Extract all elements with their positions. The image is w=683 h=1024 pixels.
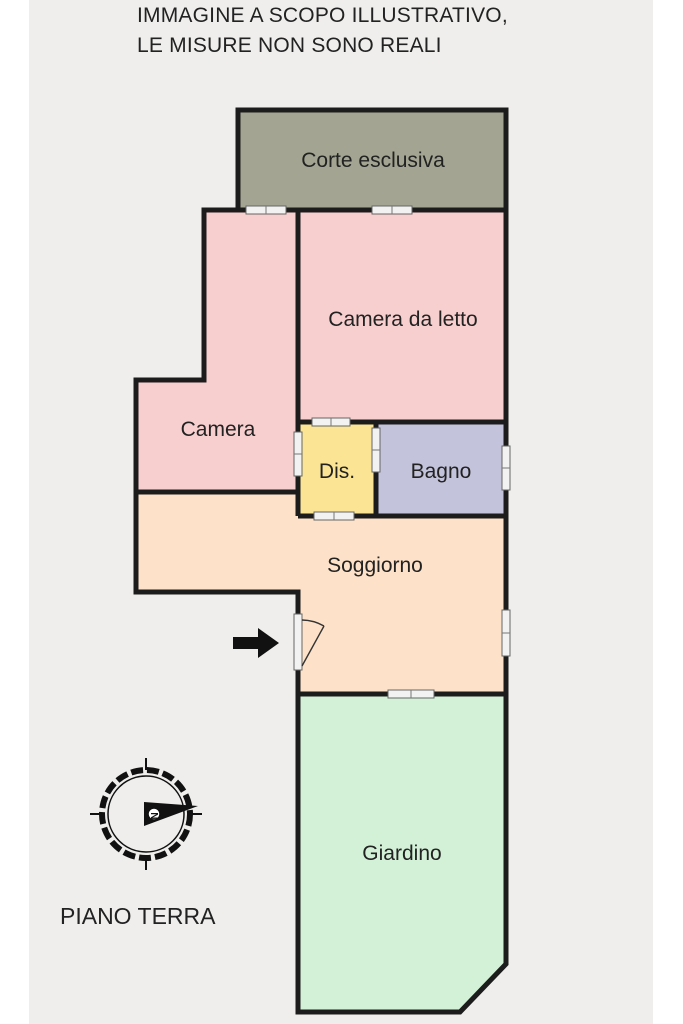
entrance-door: [301, 619, 325, 667]
room-camera: [136, 210, 298, 492]
label-bagno: Bagno: [411, 460, 472, 483]
room-giardino: [298, 694, 506, 1012]
entrance-arrow-icon: [233, 628, 279, 658]
label-soggiorno: Soggiorno: [327, 554, 423, 577]
label-disimpegno: Dis.: [319, 460, 355, 483]
room-camera-da-letto: [298, 210, 506, 422]
room-bagno: [376, 422, 506, 516]
label-corte-esclusiva: Corte esclusiva: [301, 149, 445, 172]
compass-icon: N: [90, 758, 202, 870]
room-soggiorno: [136, 492, 506, 694]
disclaimer-line-1: IMMAGINE A SCOPO ILLUSTRATIVO,: [137, 4, 508, 27]
room-corte-esclusiva: [238, 110, 506, 210]
label-camera-da-letto: Camera da letto: [328, 308, 477, 331]
disclaimer-line-2: LE MISURE NON SONO REALI: [137, 34, 442, 57]
room-disimpegno: [298, 422, 376, 516]
svg-text:N: N: [150, 812, 161, 819]
label-camera: Camera: [181, 418, 256, 441]
label-giardino: Giardino: [362, 842, 441, 865]
window-sash-lines: [265, 206, 510, 698]
floor-label: PIANO TERRA: [60, 903, 216, 929]
